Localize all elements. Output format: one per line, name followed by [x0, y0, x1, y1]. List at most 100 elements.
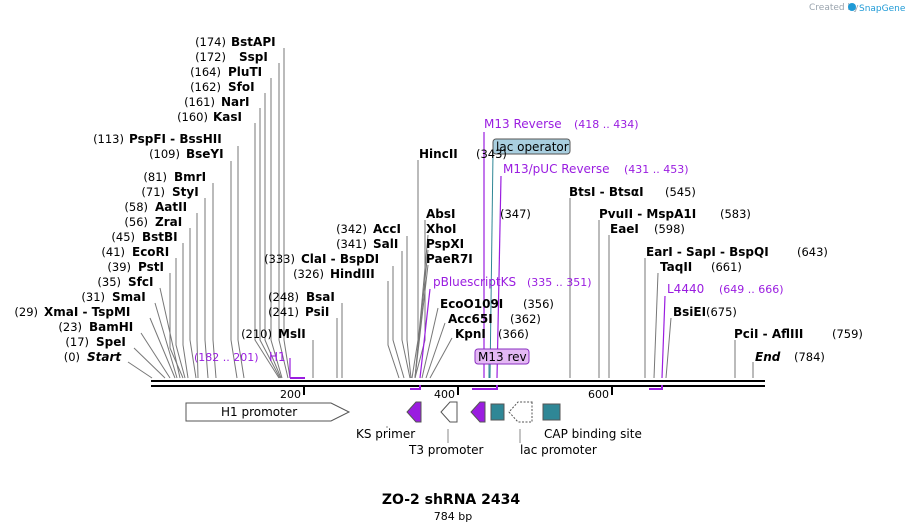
feature-leader-lines: [488, 152, 494, 379]
ks-primer-arrow: [406, 401, 422, 423]
site-bsai[interactable]: BsaI(248): [268, 290, 335, 304]
site-acc65i[interactable]: Acc65I(362): [448, 312, 541, 326]
primer-label-pbluescriptks[interactable]: pBluescriptKS (335 .. 351): [433, 275, 592, 289]
feature-ks-primer[interactable]: KS primer: [356, 401, 422, 441]
site-eari-sapi-bspqi[interactable]: EarI - SapI - BspQI(643): [646, 245, 828, 259]
site-name: KpnI: [455, 327, 486, 341]
leader-kasi: [254, 123, 280, 379]
site-zrai[interactable]: ZraI(56): [124, 215, 182, 229]
site-start[interactable]: Start(0): [64, 350, 123, 364]
leader-bseyi: [230, 161, 238, 379]
site-bseyi[interactable]: BseYI(109): [149, 147, 224, 161]
site-position: (17): [65, 335, 89, 349]
leader-sfoi: [264, 93, 282, 379]
primer-pbluescriptks-mark: [410, 385, 421, 390]
site-taqii[interactable]: TaqII (661): [660, 260, 742, 274]
site-pspfi-bsshii[interactable]: PspFI - BssHII (113): [93, 132, 222, 146]
site-eaei[interactable]: EaeI(598): [610, 222, 685, 236]
site-name: MslI: [278, 327, 306, 341]
site-absi[interactable]: AbsI(347): [426, 207, 531, 221]
site-btsi-bts-i[interactable]: BtsI - BtsαI(545): [569, 185, 696, 199]
primer-label-l4440[interactable]: L4440 (649 .. 666): [667, 282, 784, 296]
site-position: (347): [500, 207, 531, 221]
site-msli[interactable]: MslI(210): [241, 327, 306, 341]
leader-acci: [406, 236, 412, 379]
scale-ticks: 200 400 600: [280, 387, 613, 401]
site-bmri[interactable]: BmrI(81): [143, 170, 206, 184]
site-name: TaqII: [660, 260, 692, 274]
cap-binding-site-label: CAP binding site: [544, 427, 642, 441]
leader-l4440: [661, 295, 666, 379]
site-pcii-afliii[interactable]: PciI - AflIII(759): [734, 327, 863, 341]
leader-sali: [401, 251, 411, 379]
site-position: (71): [141, 185, 165, 199]
site-leader-lines: [127, 48, 754, 379]
lac-operator-tag[interactable]: lac operator: [492, 138, 571, 155]
site-ecori[interactable]: EcoRI(41): [101, 245, 169, 259]
site-position: (661): [711, 260, 742, 274]
feature-lac-operator-box[interactable]: [490, 403, 505, 421]
site-nari[interactable]: NarI(161): [184, 95, 249, 109]
site-position: (81): [143, 170, 167, 184]
site-hindiii[interactable]: HindIII(326): [293, 267, 375, 281]
site-bamhi[interactable]: BamHI(23): [58, 320, 133, 334]
lac-operator-box: [490, 403, 505, 421]
site-pspxi[interactable]: PspXI: [426, 237, 464, 251]
site-xhoi[interactable]: XhoI: [426, 222, 457, 236]
site-name: HindIII: [330, 267, 375, 281]
site-psti[interactable]: PstI(39): [107, 260, 164, 274]
site-aatii[interactable]: AatII(58): [124, 200, 187, 214]
feature-cap-binding-site[interactable]: CAP binding site: [542, 403, 642, 441]
site-xmai-tspmi[interactable]: XmaI - TspMI(29): [14, 305, 130, 319]
site-paer7i[interactable]: PaeR7I: [426, 252, 473, 266]
feature-t3-promoter[interactable]: T3 promoter: [408, 401, 484, 457]
site-spei[interactable]: SpeI(17): [65, 335, 125, 349]
primer-l4440-mark: [649, 385, 663, 390]
snapgene-logo: SnapGene: [848, 3, 906, 14]
site-name: EaeI: [610, 222, 639, 236]
site-name: Acc65I: [448, 312, 493, 326]
site-sali[interactable]: SalI(341): [336, 237, 398, 251]
tick-200: 200: [280, 387, 305, 401]
site-acci[interactable]: AccI(342): [336, 222, 401, 236]
snapgene-brand: SnapGene: [859, 4, 906, 14]
m13-rev-tag[interactable]: M13 rev: [474, 348, 530, 365]
site-position: (172): [195, 50, 226, 64]
site-position: (583): [720, 207, 751, 221]
site-name: PspFI - BssHII: [129, 132, 222, 146]
site-bsiei[interactable]: BsiEI(675): [673, 305, 737, 319]
site-sspi[interactable]: SspI(172): [195, 50, 268, 64]
site-hincii[interactable]: HincII(343): [419, 147, 507, 161]
site-psii[interactable]: PsiI(241): [268, 305, 329, 319]
site-smai[interactable]: SmaI(31): [81, 290, 145, 304]
site-end[interactable]: End(784): [755, 350, 825, 364]
site-styi[interactable]: StyI(71): [141, 185, 198, 199]
feature-h1-promoter[interactable]: H1 promoter: [185, 402, 351, 422]
site-sfci[interactable]: SfcI(35): [97, 275, 153, 289]
site-kpni[interactable]: KpnI(366): [455, 327, 529, 341]
primer-label-h1[interactable]: (182 .. 201) H1: [194, 350, 286, 364]
site-position: (342): [336, 222, 367, 236]
site-ecoo109i[interactable]: EcoO109I(356): [440, 297, 554, 311]
site-position: (113): [93, 132, 124, 146]
cap-binding-site-box: [542, 403, 561, 421]
leader-smai: [154, 302, 178, 379]
feature-lac-promoter[interactable]: lac promoter: [508, 401, 597, 457]
primer-label-m13-reverse[interactable]: M13 Reverse (418 .. 434): [484, 117, 639, 131]
primer-label-m13puc-reverse[interactable]: M13/pUC Reverse (431 .. 453): [503, 162, 689, 176]
leader-zrai: [189, 228, 197, 379]
site-position: (333): [264, 252, 295, 266]
site-position: (23): [58, 320, 82, 334]
site-pluti[interactable]: PluTI(164): [190, 65, 262, 79]
lac-promoter-label: lac promoter: [520, 443, 597, 457]
site-pvuii-mspa1i[interactable]: PvuII - MspA1I(583): [599, 207, 751, 221]
site-sfoi[interactable]: SfoI(162): [190, 80, 255, 94]
site-position: (0): [64, 350, 80, 364]
site-clai-bspdi[interactable]: ClaI - BspDI(333): [264, 252, 379, 266]
site-kasi[interactable]: KasI(160): [177, 110, 242, 124]
site-bstapi[interactable]: BstAPI(174): [195, 35, 276, 49]
feature-purple-arrow[interactable]: [470, 401, 486, 423]
site-bstbi[interactable]: BstBI(45): [111, 230, 177, 244]
site-name: BsaI: [306, 290, 335, 304]
